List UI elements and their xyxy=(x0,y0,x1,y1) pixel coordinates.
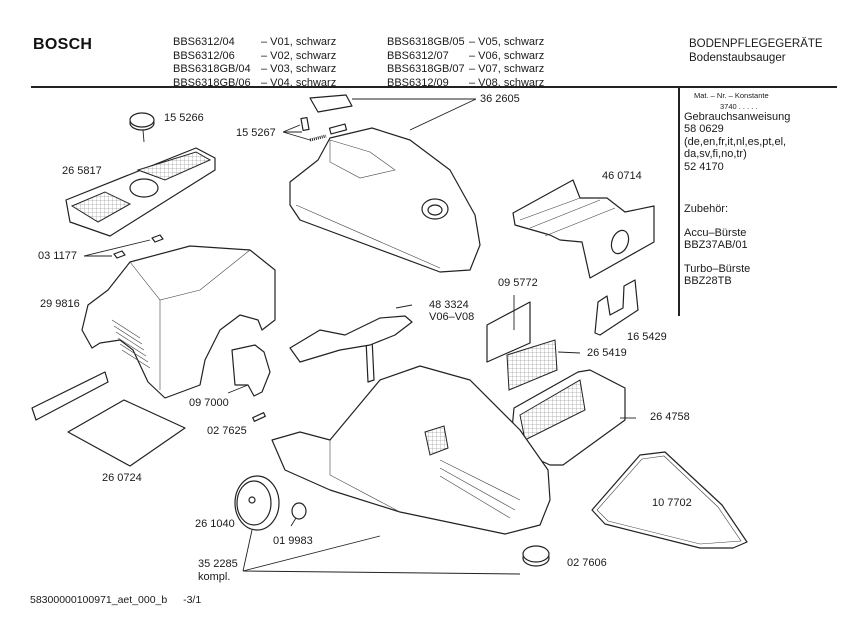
part-label-265817: 26 5817 xyxy=(62,165,102,177)
model-row: BBS6318GB/05 – V05, schwarz xyxy=(387,36,544,50)
footer: 58300000100971_aet_000_b -3/1 xyxy=(30,594,201,606)
part-label-165429: 16 5429 xyxy=(627,331,667,343)
part-note: kompl. xyxy=(198,571,231,583)
model-number: BBS6312/07 xyxy=(387,49,449,62)
part-ring xyxy=(522,545,550,567)
part-label-027606: 02 7606 xyxy=(567,557,607,569)
manual-languages: (de,en,fr,it,nl,es,pt,el, xyxy=(684,135,787,148)
part-seal xyxy=(591,451,748,549)
part-label-265419: 26 5419 xyxy=(587,347,627,359)
sidebar-info: Mat. – Nr. – Konstante 3740 . . . . . Ge… xyxy=(684,90,790,173)
part-filter-cover xyxy=(65,147,216,237)
part-label-095772: 09 5772 xyxy=(498,277,538,289)
part-pads xyxy=(113,234,164,259)
part-knob xyxy=(129,112,155,143)
model-number: BBS6318GB/04 xyxy=(173,63,251,75)
part-label-299816: 29 9816 xyxy=(40,298,80,310)
model-number: BBS6312/06 xyxy=(173,49,235,62)
manual-number: 58 0629 xyxy=(684,123,724,135)
part-wheel xyxy=(234,475,280,531)
mat-nr-label: Mat. – Nr. – Konstante xyxy=(694,91,769,100)
part-base-body xyxy=(271,337,551,535)
accessory-code: BBZ37AB/01 xyxy=(684,239,748,251)
part-top-lid xyxy=(289,94,481,273)
part-label-260724: 26 0724 xyxy=(102,472,142,484)
model-number: BBS6318GB/06 xyxy=(173,76,251,89)
part-number: 48 3324 xyxy=(429,299,469,311)
header-divider xyxy=(31,86,837,88)
part-filter-box xyxy=(509,369,626,466)
mat-nr-value: 3740 . . . . . xyxy=(720,101,758,111)
model-row: BBS6318GB/04 – V03, schwarz xyxy=(173,63,336,77)
part-label-155267: 15 5267 xyxy=(236,127,276,139)
accessories-label: Zubehör: xyxy=(684,203,729,215)
model-number: BBS6318GB/05 xyxy=(387,36,465,48)
model-number: BBS6312/04 xyxy=(173,36,235,48)
model-variant: – V02, schwarz xyxy=(261,49,337,62)
accessories-block: Zubehör: Accu–Bürste BBZ37AB/01 Turbo–Bü… xyxy=(684,203,750,288)
manual-label: Gebrauchsanweisung xyxy=(684,110,791,123)
accessory-name: Accu–Bürste xyxy=(684,226,747,239)
model-variant: – V04, schwarz xyxy=(261,76,337,89)
accessory-name: Turbo–Bürste xyxy=(684,262,751,275)
model-row: BBS6312/04 – V01, schwarz xyxy=(173,36,336,50)
part-pin xyxy=(252,412,266,422)
model-row: BBS6318GB/07 – V07, schwarz xyxy=(387,63,544,77)
part-label-031177: 03 1177 xyxy=(38,250,77,262)
part-label-264758: 26 4758 xyxy=(650,411,690,423)
model-list-right: BBS6318GB/05 – V05, schwarz BBS6312/07 – V… xyxy=(387,36,544,90)
model-variant: – V06, schwarz xyxy=(469,49,545,62)
part-filter-sheet xyxy=(486,301,531,363)
part-label-352285: 35 2285 kompl. xyxy=(198,558,238,584)
part-latch xyxy=(289,315,413,363)
part-variant-note: V06–V08 xyxy=(429,311,475,323)
category-subtitle: Bodenstaubsauger xyxy=(689,51,786,64)
part-housing-frame xyxy=(81,245,276,399)
part-label-483324: 48 3324 V06–V08 xyxy=(429,299,474,323)
model-row: BBS6312/06 – V02, schwarz xyxy=(173,50,336,64)
part-flap xyxy=(231,344,271,397)
sidebar-divider xyxy=(678,88,680,316)
leader-lines xyxy=(83,98,636,575)
part-label-155266: 15 5266 xyxy=(164,112,204,124)
manual-number-2: 52 4170 xyxy=(684,160,724,173)
model-variant: – V07, schwarz xyxy=(469,63,545,75)
brand-logo: BOSCH xyxy=(33,36,93,53)
part-label-107702: 10 7702 xyxy=(652,497,692,509)
part-dust-bag xyxy=(512,179,655,279)
part-number: 35 2285 xyxy=(198,558,238,570)
model-variant: – V03, schwarz xyxy=(261,63,337,75)
model-row: BBS6318GB/06 – V04, schwarz xyxy=(173,77,336,91)
part-foam xyxy=(31,371,186,467)
category-block: BODENPFLEGEGERÄTE Bodenstaubsauger xyxy=(689,38,823,65)
part-bag-holder xyxy=(594,279,639,336)
part-label-027625: 02 7625 xyxy=(207,425,247,437)
part-label-460714: 46 0714 xyxy=(602,170,642,182)
model-list-left: BBS6312/04 – V01, schwarz BBS6312/06 – V02… xyxy=(173,36,336,90)
category-title: BODENPFLEGEGERÄTE xyxy=(689,38,823,50)
part-grid-filter xyxy=(506,339,558,391)
model-variant: – V05, schwarz xyxy=(469,36,545,48)
part-label-261040: 26 1040 xyxy=(195,518,235,530)
model-variant: – V08, schwarz xyxy=(469,76,545,89)
part-label-362605: 36 2605 xyxy=(480,93,520,105)
accessory-code: BBZ28TB xyxy=(684,275,732,287)
model-number: BBS6318GB/07 xyxy=(387,63,465,75)
manual-languages-cont: da,sv,fi,no,tr) xyxy=(684,148,747,160)
part-label-019983: 01 9983 xyxy=(273,535,313,547)
model-row: BBS6312/07 – V06, schwarz xyxy=(387,50,544,64)
page-number: -3/1 xyxy=(183,594,202,606)
part-clip xyxy=(291,502,307,520)
model-row: BBS6312/09 – V08, schwarz xyxy=(387,77,544,91)
part-label-097000: 09 7000 xyxy=(189,397,229,409)
model-variant: – V01, schwarz xyxy=(261,36,337,48)
document-id: 58300000100971_aet_000_b xyxy=(30,594,168,606)
model-number: BBS6312/09 xyxy=(387,76,449,89)
